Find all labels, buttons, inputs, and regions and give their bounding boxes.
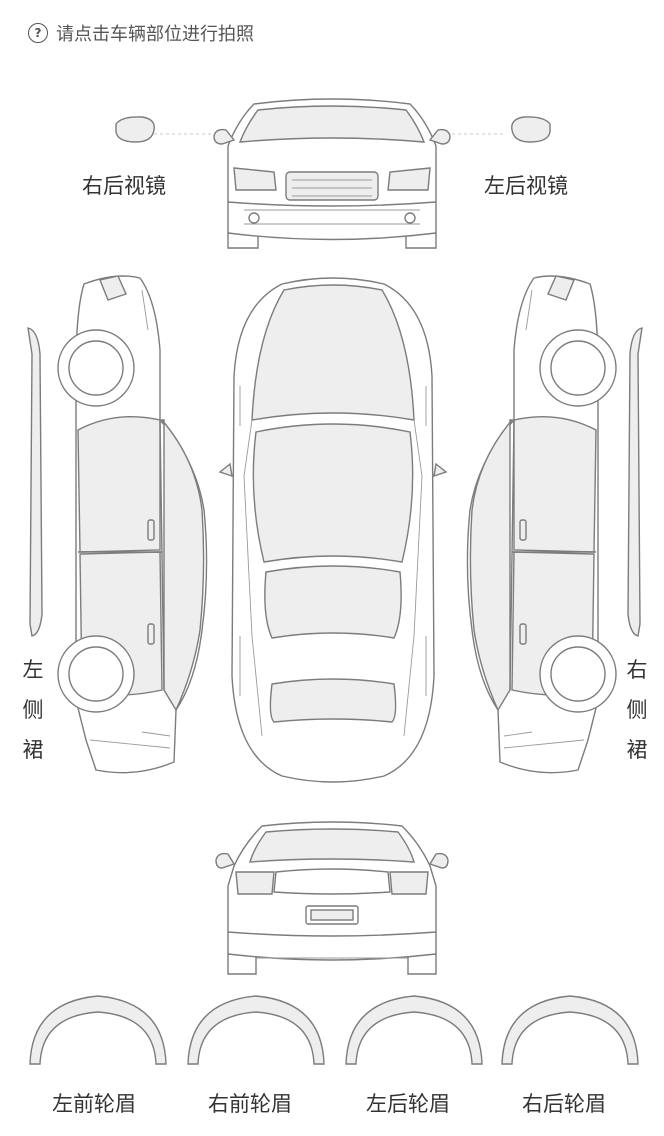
left-rear-fender-label[interactable]: 左后轮眉 (366, 1092, 450, 1116)
right-front-fender-label[interactable]: 右前轮眉 (208, 1092, 292, 1116)
left-skirt-shape[interactable] (24, 324, 44, 640)
left-front-fender-label[interactable]: 左前轮眉 (52, 1092, 136, 1116)
car-top-view[interactable] (218, 276, 448, 784)
left-mirror-shape[interactable] (508, 114, 554, 146)
car-rear-view[interactable] (214, 821, 450, 978)
question-circle-icon: ? (28, 23, 48, 43)
right-front-fender-shape[interactable] (186, 994, 326, 1066)
left-front-fender-shape[interactable] (28, 994, 168, 1066)
left-mirror-label[interactable]: 左后视镜 (484, 174, 568, 198)
right-rear-fender-shape[interactable] (500, 994, 640, 1066)
hint-bar: ? 请点击车辆部位进行拍照 (28, 18, 254, 48)
right-mirror-shape[interactable] (112, 114, 158, 146)
right-rear-fender-label[interactable]: 右后轮眉 (522, 1092, 606, 1116)
left-skirt-label[interactable]: 左 侧 裙 (22, 658, 44, 762)
car-right-side-view[interactable] (458, 270, 618, 786)
right-skirt-shape[interactable] (626, 324, 646, 640)
right-mirror-label[interactable]: 右后视镜 (82, 174, 166, 198)
car-front-view[interactable] (154, 98, 504, 258)
right-skirt-label[interactable]: 右 侧 裙 (626, 658, 648, 762)
car-left-side-view[interactable] (56, 270, 216, 786)
left-rear-fender-shape[interactable] (344, 994, 484, 1066)
hint-text: 请点击车辆部位进行拍照 (56, 24, 254, 45)
